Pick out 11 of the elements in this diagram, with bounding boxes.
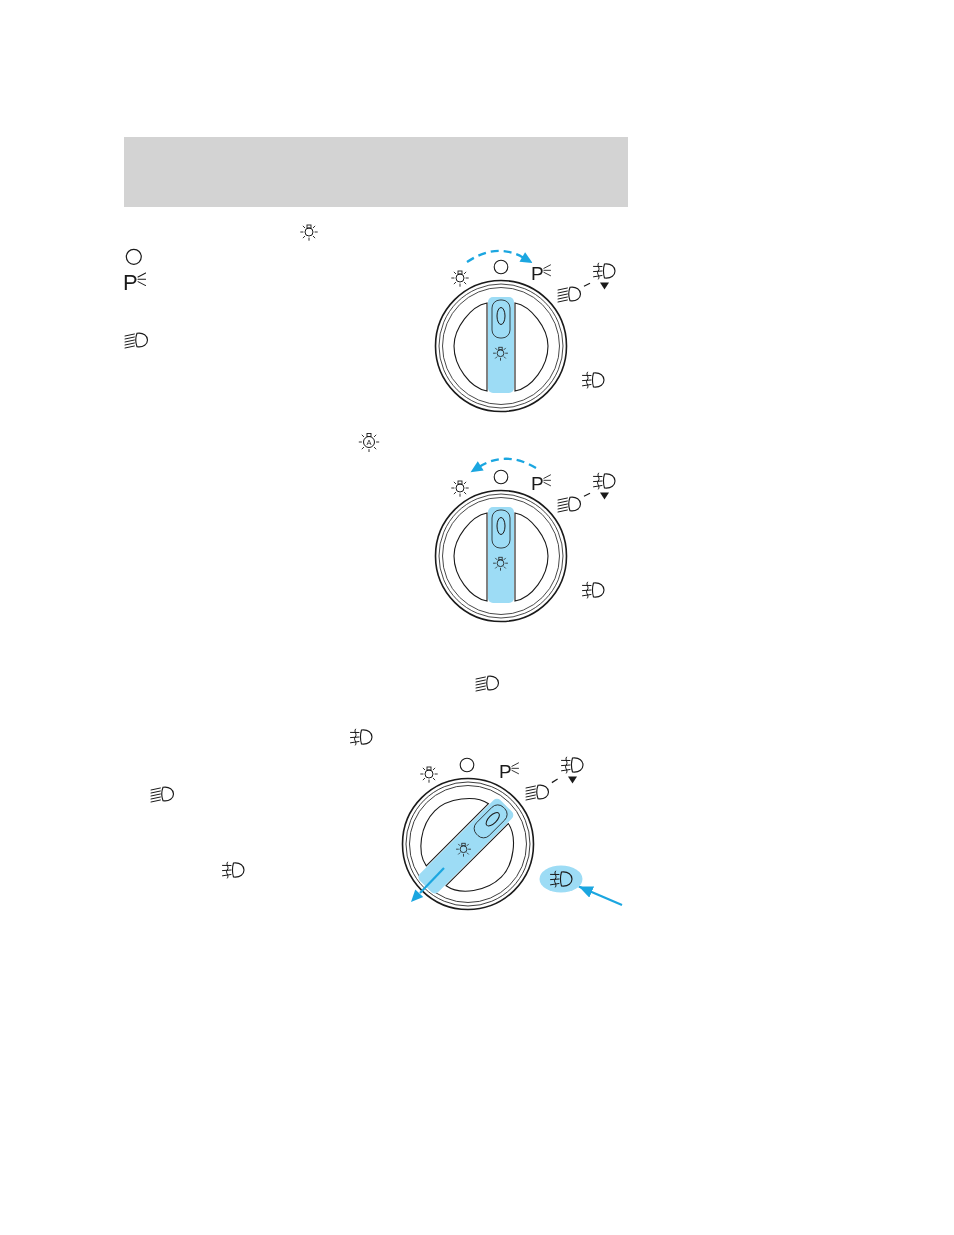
- fog-lamp-icon: [539, 865, 583, 893]
- headlamp-icon: [556, 495, 582, 513]
- dashed-line: [549, 776, 561, 785]
- dashed-line: [581, 281, 593, 288]
- fog-lamp-icon: [592, 472, 616, 500]
- headlamp-icon: [556, 285, 582, 303]
- headlamp-icon: [524, 783, 550, 801]
- dashed-line: [581, 491, 593, 498]
- fog-lamp-icon: [560, 756, 584, 784]
- pointer-arrow: [578, 885, 623, 906]
- fog-lamp-icon: [592, 262, 616, 290]
